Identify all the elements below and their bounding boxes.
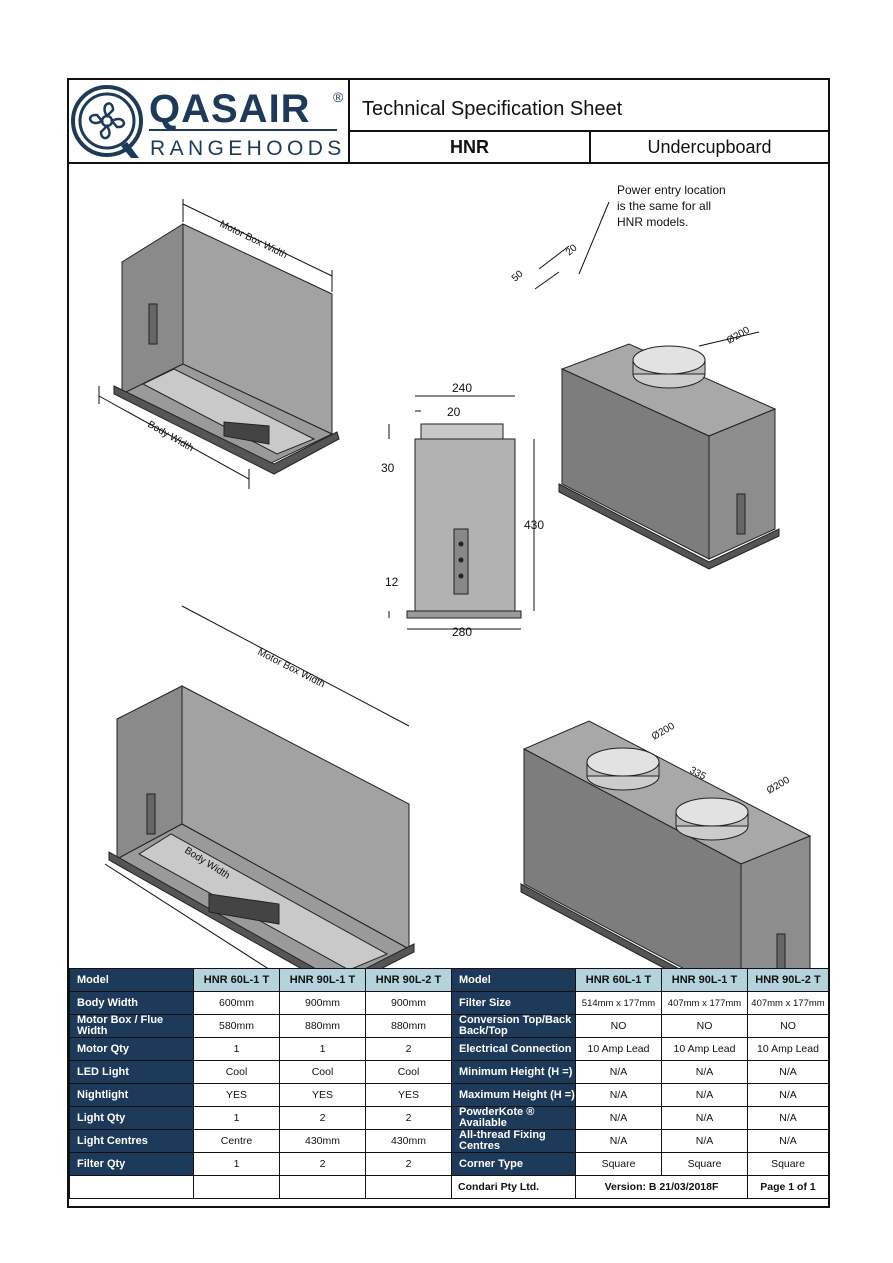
power-note-line-1: Power entry location [617, 183, 726, 197]
footer-version: Version: B 21/03/2018F [575, 1175, 748, 1199]
dim-430: 430 [524, 518, 544, 532]
dim-240: 240 [452, 381, 472, 395]
table-row: Body Width 600mm 900mm 900mm Filter Size… [69, 991, 829, 1015]
dim-dia200-c: Ø200 [765, 775, 792, 797]
dim-motor-box-width-a [182, 199, 333, 292]
label-motor-box-width-b: Motor Box Width [256, 647, 327, 690]
company-logo: QASAIR ® RANGEHOODS [69, 80, 350, 164]
dim-dia200-a: Ø200 [725, 325, 752, 347]
hood-iso-front-90 [108, 685, 415, 968]
page-title: Technical Specification Sheet [350, 80, 828, 132]
dim-30: 30 [381, 461, 395, 475]
dim-20-top-right: 20 [564, 242, 580, 258]
spec-header-left: Model [69, 968, 194, 992]
table-row: Motor Box / Flue Width 580mm 880mm 880mm… [69, 1014, 829, 1038]
spec-table: Model HNR 60L-1 T HNR 90L-1 T HNR 90L-2 … [69, 968, 829, 1199]
hood-iso-front-60 [113, 223, 340, 475]
table-row: Filter Qty 1 2 2 Corner Type Square Squa… [69, 1152, 829, 1176]
dim-280: 280 [452, 625, 472, 639]
spec-sheet: QASAIR ® RANGEHOODS Technical Specificat… [67, 78, 830, 1208]
dim-20-side: 20 [447, 405, 461, 419]
dim-12: 12 [385, 575, 399, 589]
logo-registered: ® [333, 89, 344, 105]
footer-page: Page 1 of 1 [747, 1175, 829, 1199]
dim-50-top-right: 50 [510, 268, 526, 284]
dim-dia200-b: Ø200 [650, 721, 677, 743]
table-row: Model HNR 60L-1 T HNR 90L-1 T HNR 90L-2 … [69, 968, 829, 992]
table-row: Nightlight YES YES YES Maximum Height (H… [69, 1083, 829, 1107]
spec-header-right: Model [451, 968, 576, 992]
table-footer-row: Condari Pty Ltd. Version: B 21/03/2018F … [69, 1175, 829, 1199]
footer-company: Condari Pty Ltd. [451, 1175, 576, 1199]
table-row: Light Centres Centre 430mm 430mm All-thr… [69, 1129, 829, 1153]
dim-body-width-a [98, 386, 250, 489]
hood-iso-rear-90 [520, 720, 812, 968]
table-row: Motor Qty 1 1 2 Electrical Connection 10… [69, 1037, 829, 1061]
hood-side-view [406, 423, 522, 619]
technical-drawing: Motor Box Width Body Width Power entry l… [98, 183, 812, 968]
logo-wordmark: QASAIR [149, 87, 311, 131]
logo-subtitle: RANGEHOODS [150, 137, 346, 160]
table-row: LED Light Cool Cool Cool Minimum Height … [69, 1060, 829, 1084]
table-row: Light Qty 1 2 2 PowderKote ® Available N… [69, 1106, 829, 1130]
fan-icon [88, 102, 126, 140]
product-type: Undercupboard [591, 132, 828, 164]
power-note-line-2: is the same for all [617, 199, 711, 213]
power-note-line-3: HNR models. [617, 215, 688, 229]
model-name: HNR [350, 132, 591, 164]
hood-iso-rear-60 [558, 343, 780, 570]
logo-ring-icon [71, 85, 143, 157]
